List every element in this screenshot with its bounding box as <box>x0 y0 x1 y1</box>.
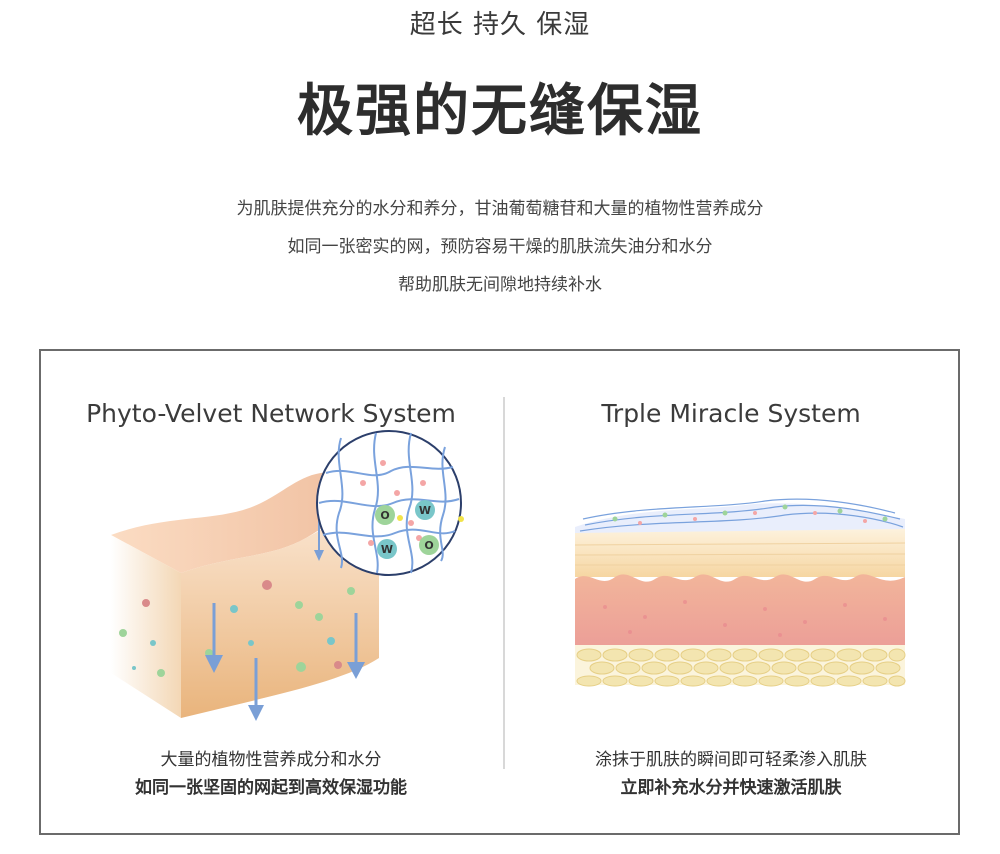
moisture-network-zoom: O W W O <box>316 430 464 576</box>
nutrient-dots <box>119 580 355 677</box>
phyto-velvet-illustration: O W W O <box>111 430 464 721</box>
page-title: 极强的无缝保湿 <box>297 79 703 144</box>
phyto-velvet-caption-1: 大量的植物性营养成分和水分 <box>160 750 382 770</box>
absorption-arrows <box>205 518 365 721</box>
phyto-velvet-caption-2: 如同一张坚固的网起到高效保湿功能 <box>135 778 407 798</box>
panel-divider <box>503 397 505 769</box>
triple-miracle-caption-1: 涂抹于肌肤的瞬间即可轻柔渗入肌肤 <box>595 750 867 770</box>
triple-miracle-title: Trple Miracle System <box>601 399 861 428</box>
description-line-2: 如同一张密实的网，预防容易干燥的肌肤流失油分和水分 <box>287 237 713 257</box>
page-subtitle: 超长 持久 保湿 <box>409 10 591 40</box>
oil-ball-label: O <box>424 539 433 552</box>
triple-miracle-caption-2: 立即补充水分并快速激活肌肤 <box>620 778 842 798</box>
water-ball-label: W <box>381 543 393 556</box>
oil-ball-label: O <box>380 509 389 522</box>
phyto-velvet-title: Phyto-Velvet Network System <box>86 399 456 428</box>
description-line-3: 帮助肌肤无间隙地持续补水 <box>398 275 602 295</box>
triple-miracle-illustration <box>574 498 906 687</box>
systems-panel: Phyto-Velvet Network System Trple Miracl… <box>39 349 960 835</box>
description-line-1: 为肌肤提供充分的水分和养分，甘油葡萄糖苷和大量的植物性营养成分 <box>236 199 764 219</box>
water-ball-label: W <box>419 504 431 517</box>
